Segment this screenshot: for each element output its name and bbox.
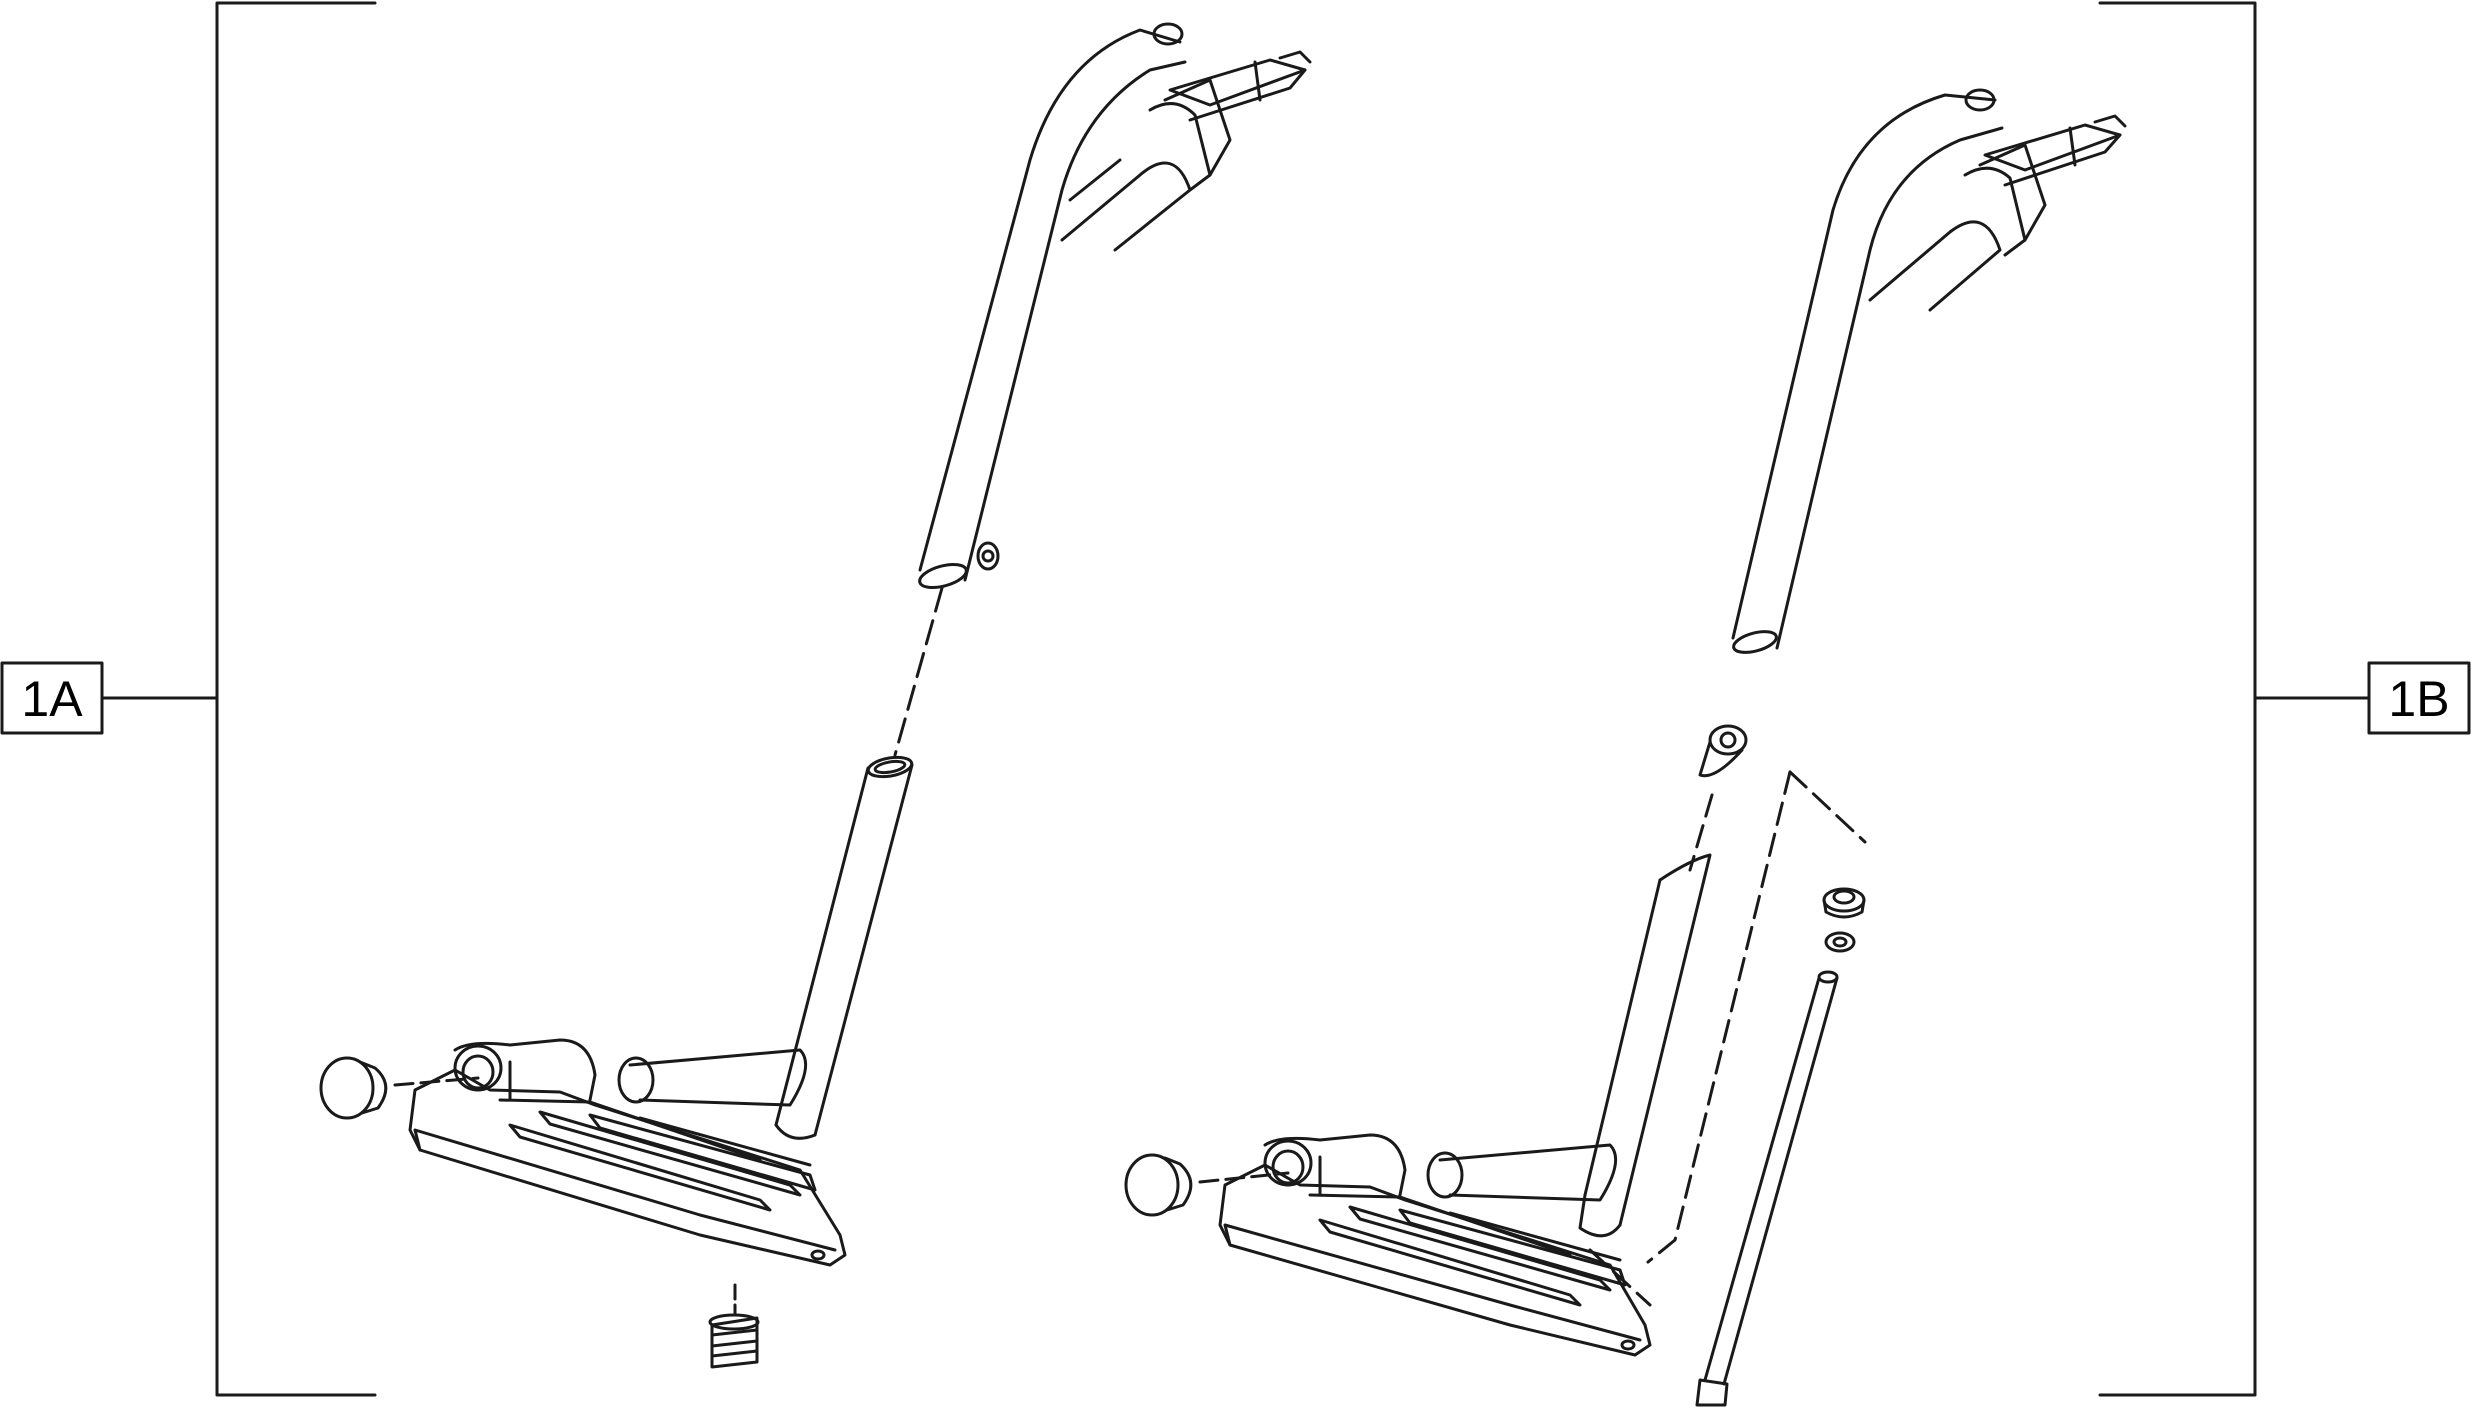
- label-1a: 1A: [21, 671, 83, 727]
- alignment-line-1b-top: [1788, 770, 1867, 844]
- hanger-upper-tube-1a: [918, 22, 1312, 589]
- end-cap-1b: [1124, 1153, 1290, 1217]
- footplate-1b: [1218, 1133, 1652, 1357]
- callout-1b: 1B: [2367, 661, 2471, 735]
- washer-1b: [1824, 931, 1856, 953]
- alignment-line-1b-bottom: [1588, 1248, 1652, 1307]
- bracket-1a: [101, 1, 377, 1397]
- alignment-line-1a: [893, 586, 944, 757]
- bumper-1a: [708, 1283, 760, 1369]
- label-1b: 1B: [2388, 671, 2449, 727]
- bracket-1b: [2098, 1, 2370, 1397]
- nut-1b: [1822, 887, 1866, 919]
- cone-spacer-1b: [1688, 724, 1748, 872]
- callout-1a: 1A: [0, 661, 104, 735]
- alignment-line-1b-left: [1646, 770, 1792, 1264]
- hanger-lower-tube-1b: [1578, 853, 1712, 1238]
- rod-1b: [1695, 970, 1839, 1407]
- footplate-1a: [408, 1038, 847, 1267]
- hanger-upper-tube-1b: [1731, 88, 2127, 654]
- end-cap-1a: [319, 1056, 480, 1120]
- hanger-lower-tube-1a: [774, 755, 914, 1140]
